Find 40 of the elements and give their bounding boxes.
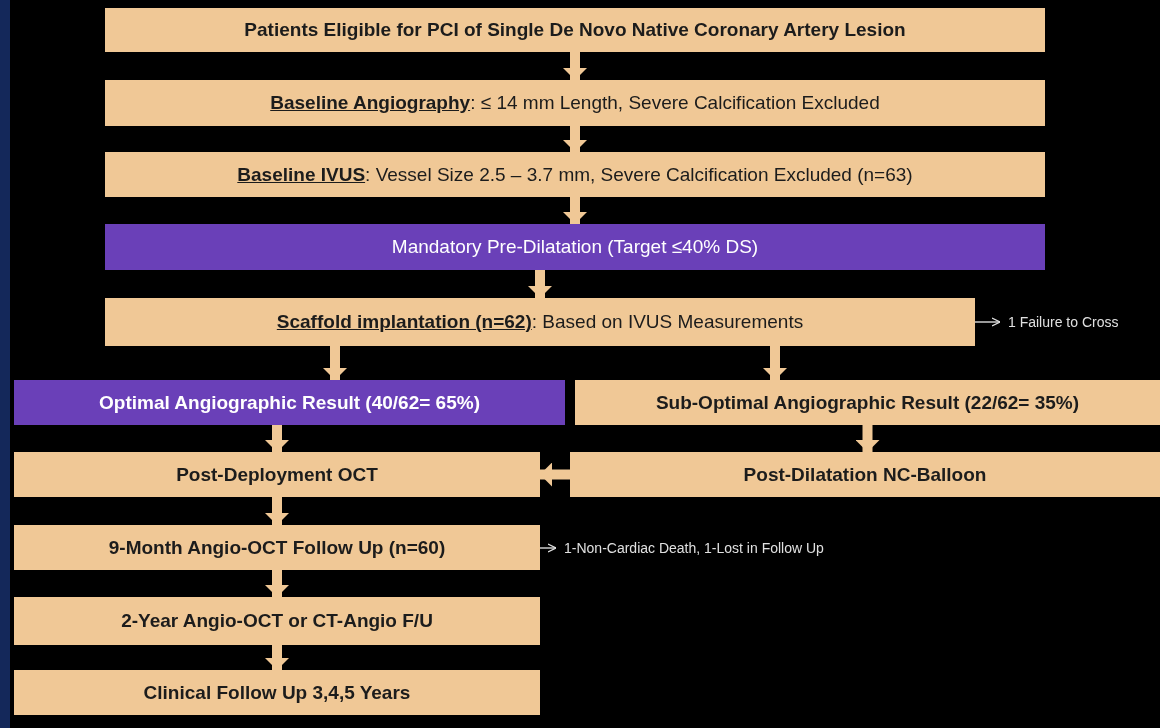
- arrow: [563, 197, 587, 224]
- process-box: [14, 525, 540, 570]
- process-box: [105, 80, 1045, 126]
- box-label: Scaffold implantation (n=62): Based on IVUS Measurements: [276, 311, 804, 333]
- arrow: [265, 570, 289, 597]
- box-label: Patients Eligible for PCI of Single De Novo Native Coronary Artery Lesion: [244, 19, 906, 41]
- box-label: 1-Non-Cardiac Death, 1-Lost in Follow Up: [564, 540, 824, 556]
- box-label: 9-Month Angio-OCT Follow Up (n=60): [108, 536, 446, 559]
- arrow: [763, 346, 787, 380]
- arrow: [540, 462, 570, 487]
- process-box: [575, 380, 1160, 425]
- arrow: [974, 317, 1001, 327]
- arrow: [265, 425, 289, 452]
- process-box: [14, 670, 540, 715]
- process-box: [105, 224, 1045, 270]
- arrow: [563, 52, 587, 80]
- box-label: Baseline Angiography: ≤ 14 mm Length, Severe Calcification Excluded: [270, 92, 880, 114]
- box-label: Mandatory Pre-Dilatation (Target ≤40% DS): [391, 236, 759, 258]
- box-label: Clinical Follow Up 3,4,5 Years: [143, 681, 411, 704]
- box-label: 1 Failure to Cross: [1008, 314, 1119, 330]
- arrow: [539, 543, 557, 553]
- box-label: Optimal Angiographic Result (40/62= 65%): [99, 391, 480, 414]
- arrow: [528, 270, 552, 298]
- process-box: [14, 597, 540, 645]
- box-label: Post-Deployment OCT: [176, 463, 378, 486]
- process-box: [570, 452, 1160, 497]
- arrow: [323, 346, 347, 380]
- box-label: Post-Dilatation NC-Balloon: [743, 463, 987, 486]
- box-label: Baseline IVUS: Vessel Size 2.5 – 3.7 mm, Severe Calcification Excluded (n=63): [237, 163, 913, 186]
- arrow: [265, 497, 289, 525]
- process-box: [105, 8, 1045, 52]
- arrow: [265, 645, 289, 670]
- box-label: 2-Year Angio-OCT or CT-Angio F/U: [121, 610, 433, 632]
- arrow: [563, 126, 587, 152]
- process-box: [105, 152, 1045, 197]
- process-box: [14, 380, 565, 425]
- process-box: [105, 298, 975, 346]
- arrow: [855, 425, 880, 452]
- process-box: [14, 452, 540, 497]
- box-label: Sub-Optimal Angiographic Result (22/62= 35%): [655, 391, 1080, 414]
